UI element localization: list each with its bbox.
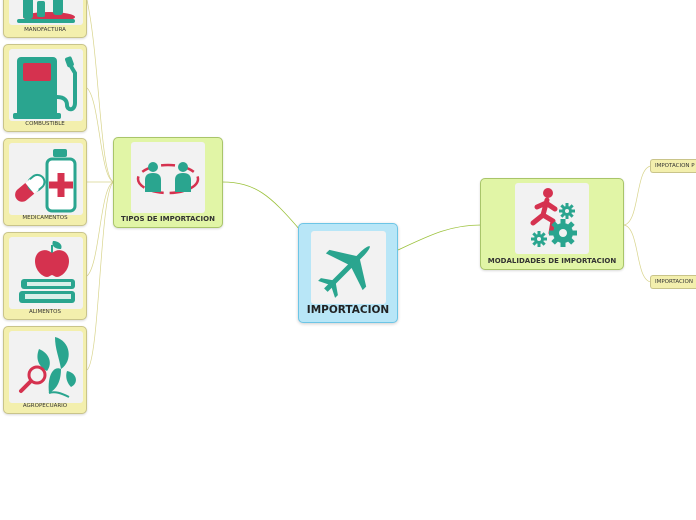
leaf-image — [9, 0, 83, 25]
manufacturing-icon — [17, 0, 75, 23]
leaf-image — [9, 331, 83, 403]
leaf-label: AGROPECUARIO — [22, 403, 68, 409]
link-tipos-alimentos — [86, 181, 115, 277]
link-root-tipos — [221, 181, 301, 231]
modalidades-node[interactable]: MODALIDADES DE IMPORTACION — [480, 178, 624, 270]
apple-books-icon — [19, 241, 75, 303]
medicine-icon — [15, 149, 77, 213]
link-tipos-agropecuario — [86, 181, 115, 371]
leaf-label: MEDICAMENTOS — [22, 215, 68, 221]
tipos-node[interactable]: TIPOS DE IMPORTACION — [113, 137, 223, 228]
link-root-modalidades — [397, 224, 482, 251]
tipos-label: TIPOS DE IMPORTACION — [121, 215, 215, 223]
leaf-image — [9, 49, 83, 121]
leaf-alimentos[interactable]: ALIMENTOS — [3, 232, 87, 320]
root-node[interactable]: IMPORTACION — [298, 223, 398, 323]
root-label: IMPORTACION — [306, 304, 390, 316]
modalidad-node-p[interactable]: IMPOTACION P — [650, 159, 696, 173]
plant-magnifier-icon — [19, 337, 76, 398]
leaf-label: COMBUSTIBLE — [25, 121, 65, 127]
link-tipos-combustible — [86, 87, 115, 183]
leaf-combustible[interactable]: COMBUSTIBLE — [3, 44, 87, 132]
leaf-label: ALIMENTOS — [29, 309, 61, 315]
link-modalidades-importacion — [623, 224, 652, 283]
tipos-image — [131, 142, 205, 213]
leaf-agropecuario[interactable]: AGROPECUARIO — [3, 326, 87, 414]
airplane-icon — [318, 246, 370, 298]
modalidades-label: MODALIDADES DE IMPORTACION — [487, 257, 617, 265]
link-tipos-manofactura — [86, 0, 115, 183]
modalidad-node-importacion[interactable]: IMPORTACION — [650, 275, 696, 289]
root-image — [311, 231, 386, 304]
leaf-image — [9, 237, 83, 309]
modalidad-label: IMPOTACION P — [655, 163, 695, 169]
leaf-label: MANOFACTURA — [24, 27, 66, 33]
modalidad-label: IMPORTACION — [655, 279, 693, 285]
runner-gears-icon — [530, 188, 577, 247]
fuel-pump-icon — [13, 56, 77, 119]
leaf-manofactura[interactable]: MANOFACTURA — [3, 0, 87, 38]
link-modalidades-p — [623, 165, 652, 226]
modalidades-image — [515, 183, 589, 254]
people-exchange-icon — [136, 162, 200, 195]
leaf-image — [9, 143, 83, 215]
leaf-medicamentos[interactable]: MEDICAMENTOS — [3, 138, 87, 226]
